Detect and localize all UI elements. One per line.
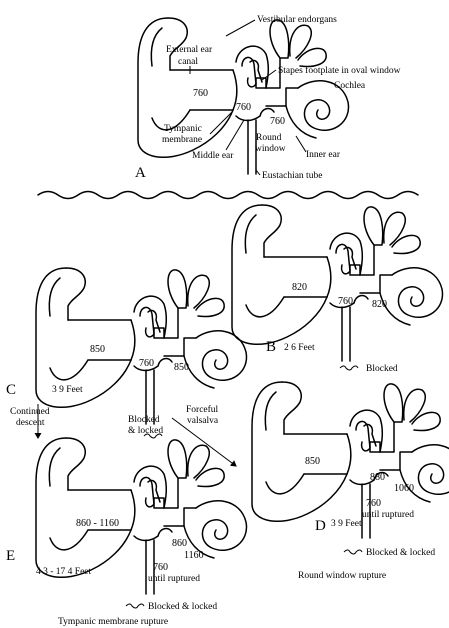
pressure-b-canal: 820: [292, 282, 307, 293]
arrow-forceful-2: valsalva: [187, 416, 219, 426]
pressure-a-inner: 760: [270, 116, 285, 127]
label-vestibular-endorgans: Vestibular endorgans: [257, 15, 337, 25]
pressure-e-a: 860: [172, 538, 187, 549]
label-external-ear-1: External ear: [166, 45, 213, 55]
blocked-d-mark: [344, 550, 362, 554]
panel-d-blocked: Blocked & locked: [366, 548, 435, 558]
panel-b-depth: 2 6 Feet: [284, 343, 315, 353]
panel-d-letter: D: [315, 518, 326, 534]
panel-d-depth: 3 9 Feet: [331, 519, 362, 529]
blocked-e-mark: [126, 604, 144, 608]
label-middle-ear: Middle ear: [192, 151, 234, 161]
pressure-d-middle: 760: [366, 498, 381, 509]
pressure-e-canal: 860 - 1160: [76, 518, 119, 529]
panel-d-caption: Round window rupture: [298, 571, 386, 581]
label-round-1: Round: [256, 133, 282, 143]
leader-inner-ear: [296, 136, 306, 152]
arrow-continued-2: descent: [16, 418, 45, 428]
panel-c-depth: 3 9 Feet: [52, 385, 83, 395]
panel-e: 860 - 1160 860 1160 E 4 3 - 17 4 Feet 76…: [6, 438, 247, 627]
panel-c-letter: C: [6, 382, 16, 398]
panel-b-blocked: Blocked: [366, 364, 398, 374]
panel-a-letter: A: [135, 165, 146, 181]
water-surface: [38, 192, 418, 199]
panel-b: 820 760 820 B 2 6 Feet Blocked: [232, 205, 443, 374]
pressure-e-b: 1160: [184, 550, 204, 561]
panel-e-caption: Tympanic membrane rupture: [58, 617, 168, 627]
panel-a: A Vestibular endorgans External ear cana…: [135, 15, 401, 181]
arrow-forceful-1: Forceful: [186, 404, 219, 415]
pressure-d-b: 1060: [394, 483, 414, 494]
arrow-continued-1: Continued: [10, 407, 50, 417]
label-eustachian: Eustachian tube: [262, 171, 322, 181]
leader-middle-ear: [226, 120, 244, 150]
pressure-e-middle: 760: [153, 562, 168, 573]
pressure-a-canal: 760: [193, 88, 208, 99]
panel-b-letter: B: [266, 339, 276, 355]
panel-e-depth: 4 3 - 17 4 Feet: [36, 567, 92, 577]
panel-e-letter: E: [6, 548, 15, 564]
panel-c-blocked-1: Blocked: [128, 415, 160, 425]
label-cochlea: Cochlea: [334, 81, 366, 91]
label-tympanic-1: Tympanic: [164, 124, 202, 134]
label-stapes: Stapes footplate in oval window: [278, 65, 401, 76]
pressure-d-canal: 850: [305, 456, 320, 467]
leader-stapes: [262, 70, 276, 80]
pressure-b-inner: 820: [372, 299, 387, 310]
pressure-c-middle: 760: [139, 358, 154, 369]
leader-vestibular: [226, 20, 255, 36]
pressure-c-inner: 850: [174, 362, 189, 373]
blocked-b-mark: [340, 366, 358, 370]
transition-arrows: Continued descent Forceful valsalva: [10, 404, 236, 466]
label-external-ear-2: canal: [178, 57, 198, 67]
panel-e-until: until ruptured: [148, 574, 200, 584]
panel-e-blocked: Blocked & locked: [148, 602, 217, 612]
leader-tympanic: [210, 112, 232, 134]
label-round-2: window: [255, 144, 286, 154]
pressure-d-a: 880: [370, 472, 385, 483]
label-tympanic-2: membrane: [162, 135, 202, 145]
label-inner-ear: Inner ear: [306, 150, 341, 160]
pressure-b-middle: 760: [338, 296, 353, 307]
panel-d-until: until ruptured: [362, 510, 414, 520]
pressure-c-canal: 850: [90, 344, 105, 355]
panel-d: 850 880 1060 760 until ruptured D 3 9 Fe…: [252, 382, 449, 581]
pressure-a-middle: 760: [236, 102, 251, 113]
